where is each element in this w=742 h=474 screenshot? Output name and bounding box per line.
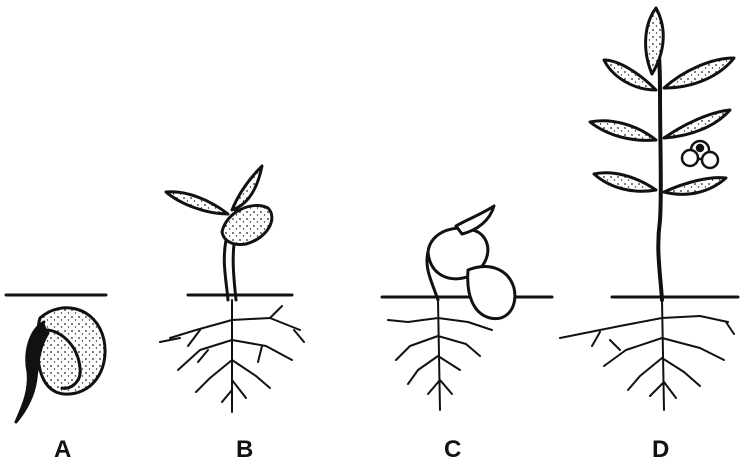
stage-b-illustration bbox=[160, 166, 304, 412]
leaf-b-right bbox=[232, 166, 262, 210]
stage-a-illustration bbox=[6, 295, 106, 422]
cotyledon-b bbox=[222, 205, 272, 244]
stem-d bbox=[656, 28, 662, 300]
stage-label-a: A bbox=[54, 436, 71, 464]
shoot-tip-c bbox=[456, 206, 494, 234]
stem-b-2 bbox=[233, 244, 236, 300]
roots-c bbox=[388, 300, 492, 410]
leaf-d-mid-right bbox=[664, 110, 730, 138]
roots-b bbox=[160, 300, 304, 412]
stage-label-b: B bbox=[236, 436, 253, 464]
cotyledon-c-2 bbox=[468, 267, 515, 319]
stage-c-illustration bbox=[382, 206, 552, 410]
leaf-d-upper-right bbox=[664, 58, 734, 88]
roots-d bbox=[560, 300, 734, 410]
stage-d-illustration bbox=[560, 8, 738, 410]
seed-a bbox=[38, 308, 105, 394]
stage-label-d: D bbox=[652, 436, 669, 464]
leaf-b-left bbox=[166, 192, 228, 214]
leaf-d-lower-left bbox=[594, 173, 656, 191]
flower-d bbox=[682, 141, 718, 168]
stage-label-c: C bbox=[444, 436, 461, 464]
leaf-d-mid-left bbox=[590, 121, 656, 141]
leaf-d-lower-right bbox=[664, 178, 726, 195]
